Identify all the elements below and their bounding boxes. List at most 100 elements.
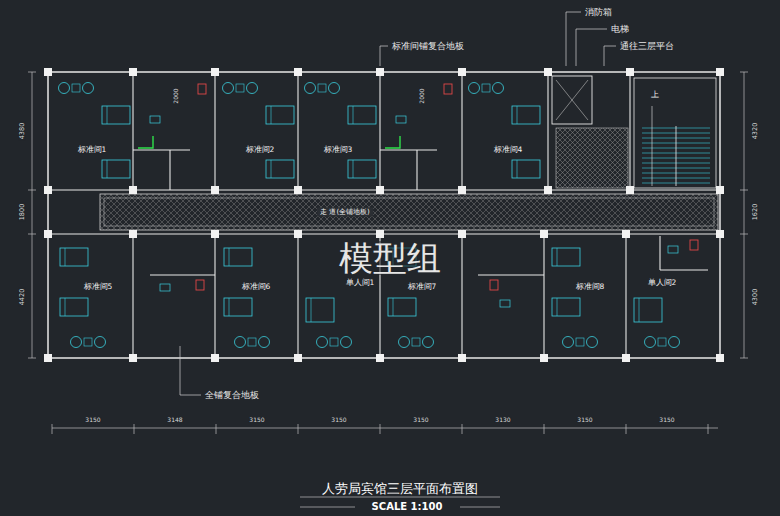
bed-symbol [348,160,376,178]
dimension-tick [28,234,36,235]
dimension-tick [380,424,381,434]
pillow-line [353,160,354,178]
room-label: 标准间8 [576,283,605,291]
wall-line [132,234,133,358]
dimension-text: 3150 [412,417,429,423]
dimension-text: 3150 [658,417,675,423]
bed-symbol [224,298,252,316]
sink-symbol [160,284,170,291]
dimension-text: 1620 [752,203,759,222]
sink-symbol [396,116,406,123]
dimension-text: 3130 [494,417,511,423]
tea-table [248,338,256,346]
dimension-text: 2000 [173,87,179,104]
wall-line [543,234,544,358]
wall-line [547,72,548,190]
column [294,354,302,362]
watermark: 模型组 [339,241,441,275]
toilet-symbol [196,280,204,290]
dimension-tick [462,424,463,434]
armchair-symbol [317,337,328,348]
wall-line [461,72,462,190]
wall-line [133,149,190,150]
room-label: 单人间1 [346,279,375,287]
dimension-tick [708,424,709,434]
drawing-title: 人劳局宾馆三层平面布置图 [322,482,478,495]
column [129,186,137,194]
dimension-line [32,72,33,358]
wall-line [132,72,133,190]
bed-symbol [266,160,294,178]
room-box: 标准间1 [52,76,134,190]
bed-symbol [60,298,88,316]
corridor-hatch [100,194,718,230]
room-label: 标准间6 [242,283,271,291]
room-box: 标准间2 [216,76,298,190]
pillow-line [517,160,518,178]
column [626,186,634,194]
armchair-symbol [223,83,234,94]
caption-rule [460,507,500,508]
wall-line [660,269,708,270]
dimension-line [52,428,718,429]
toilet-symbol [444,84,452,94]
column [716,230,724,238]
room-label: 标准间3 [324,146,353,154]
pillow-line [65,248,66,266]
dimension-tick [28,72,36,73]
wall-line [478,274,544,275]
wall-layer [44,68,724,362]
corridor-label: 走 道(全铺地板) [317,208,373,217]
column [376,68,384,76]
dimension-tick [216,424,217,434]
room-label: 标准间1 [78,146,107,154]
column [129,68,137,76]
dimension-text: 4420 [19,288,26,307]
dimension-text: 3150 [330,417,347,423]
toilet-symbol [690,240,698,250]
bed-symbol [60,248,88,266]
leader-line [380,46,388,66]
dimension-text: 4380 [19,122,26,141]
scale-caption: SCALE 1:100 [372,502,443,512]
tea-table [84,338,92,346]
stair-box: 上 [632,76,716,188]
pillow-line [311,298,312,322]
column [44,68,52,76]
leader-line [576,29,607,66]
armchair-symbol [341,337,352,348]
column [716,354,724,362]
furniture-layer [59,83,699,348]
pillow-line [353,106,354,124]
column [294,186,302,194]
pillow-line [65,298,66,316]
armchair-symbol [645,337,656,348]
toilet-symbol [490,280,498,290]
stair-arrow-line [652,106,653,186]
armchair-symbol [305,83,316,94]
column [376,186,384,194]
pillow-line [271,160,272,178]
column [540,230,548,238]
armchair-symbol [59,83,70,94]
dimension-text: 3150 [576,417,593,423]
pillow-line [557,298,558,316]
column [44,186,52,194]
dimension-tick [298,424,299,434]
dimension-text: 3150 [248,417,265,423]
armchair-symbol [399,337,410,348]
wall-line [297,72,298,190]
leader-line [180,346,201,395]
room-label: 上 [651,91,659,99]
shower-screen [138,136,153,148]
dimension-text: 4300 [752,288,759,307]
column [129,230,137,238]
caption-rule [300,507,355,508]
dimension-tick [544,424,545,434]
callout-label: 通往三层平台 [620,42,674,51]
wall-line [461,234,462,358]
dimension-line [744,72,745,358]
room-label: 单人间2 [648,279,677,287]
bed-symbol [552,298,580,316]
